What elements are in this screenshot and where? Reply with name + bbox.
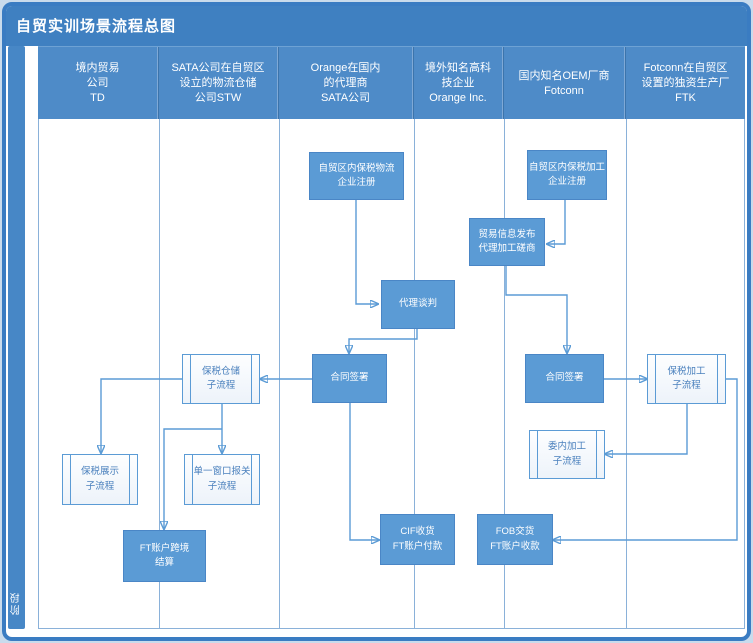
node-agency-negotiation: 代理谈判 xyxy=(381,280,455,329)
node-trade-info-negotiation: 贸易信息发布 代理加工磋商 xyxy=(469,218,545,266)
node-cif-receive-payment: CIF收货 FT账户付款 xyxy=(380,514,455,565)
lane-header-fotconn: 国内知名OEM厂商 Fotconn xyxy=(503,47,625,120)
lane-divider-2 xyxy=(279,119,280,628)
node-commissioned-processing-subprocess: 委内加工 子流程 xyxy=(529,430,605,479)
node-fob-deliver-collect: FOB交货 FT账户收款 xyxy=(477,514,553,565)
lane-divider-1 xyxy=(159,119,160,628)
lane-header-stw: SATA公司在自贸区 设立的物流仓储 公司STW xyxy=(158,47,278,120)
node-single-window-customs-subprocess: 单一窗口报关 子流程 xyxy=(184,454,260,505)
page-title: 自贸实训场景流程总图 xyxy=(16,18,177,35)
node-bonded-display-subprocess: 保税展示 子流程 xyxy=(62,454,138,505)
lane-divider-5 xyxy=(626,119,627,628)
node-contract-signing-right: 合同签署 xyxy=(525,354,604,403)
node-bonded-warehouse-subprocess: 保税仓储 子流程 xyxy=(182,354,260,404)
lane-header-td: 境内贸易 公司 TD xyxy=(38,47,158,120)
node-bonded-processing-subprocess: 保税加工 子流程 xyxy=(647,354,726,404)
node-bonded-logistics-registration: 自贸区内保税物流 企业注册 xyxy=(309,152,404,200)
stage-phase-strip: 阶段 xyxy=(8,46,25,629)
lane-divider-4 xyxy=(504,119,505,628)
node-contract-signing-left: 合同签署 xyxy=(312,354,387,403)
node-bonded-processing-registration: 自贸区内保税加工 企业注册 xyxy=(527,150,607,200)
lane-divider-3 xyxy=(414,119,415,628)
title-bar: 自贸实训场景流程总图 xyxy=(6,6,747,46)
lane-header-ftk: Fotconn在自贸区 设置的独资生产厂 FTK xyxy=(625,47,745,120)
lane-header-sata: Orange在国内 的代理商 SATA公司 xyxy=(278,47,413,120)
swimlane-header-row: 境内贸易 公司 TD SATA公司在自贸区 设立的物流仓储 公司STW Oran… xyxy=(38,46,745,120)
lane-header-orange: 境外知名高科 技企业 Orange Inc. xyxy=(413,47,503,120)
stage-phase-label: 阶段 xyxy=(11,591,22,615)
node-ft-account-settlement: FT账户跨境 结算 xyxy=(123,530,206,582)
